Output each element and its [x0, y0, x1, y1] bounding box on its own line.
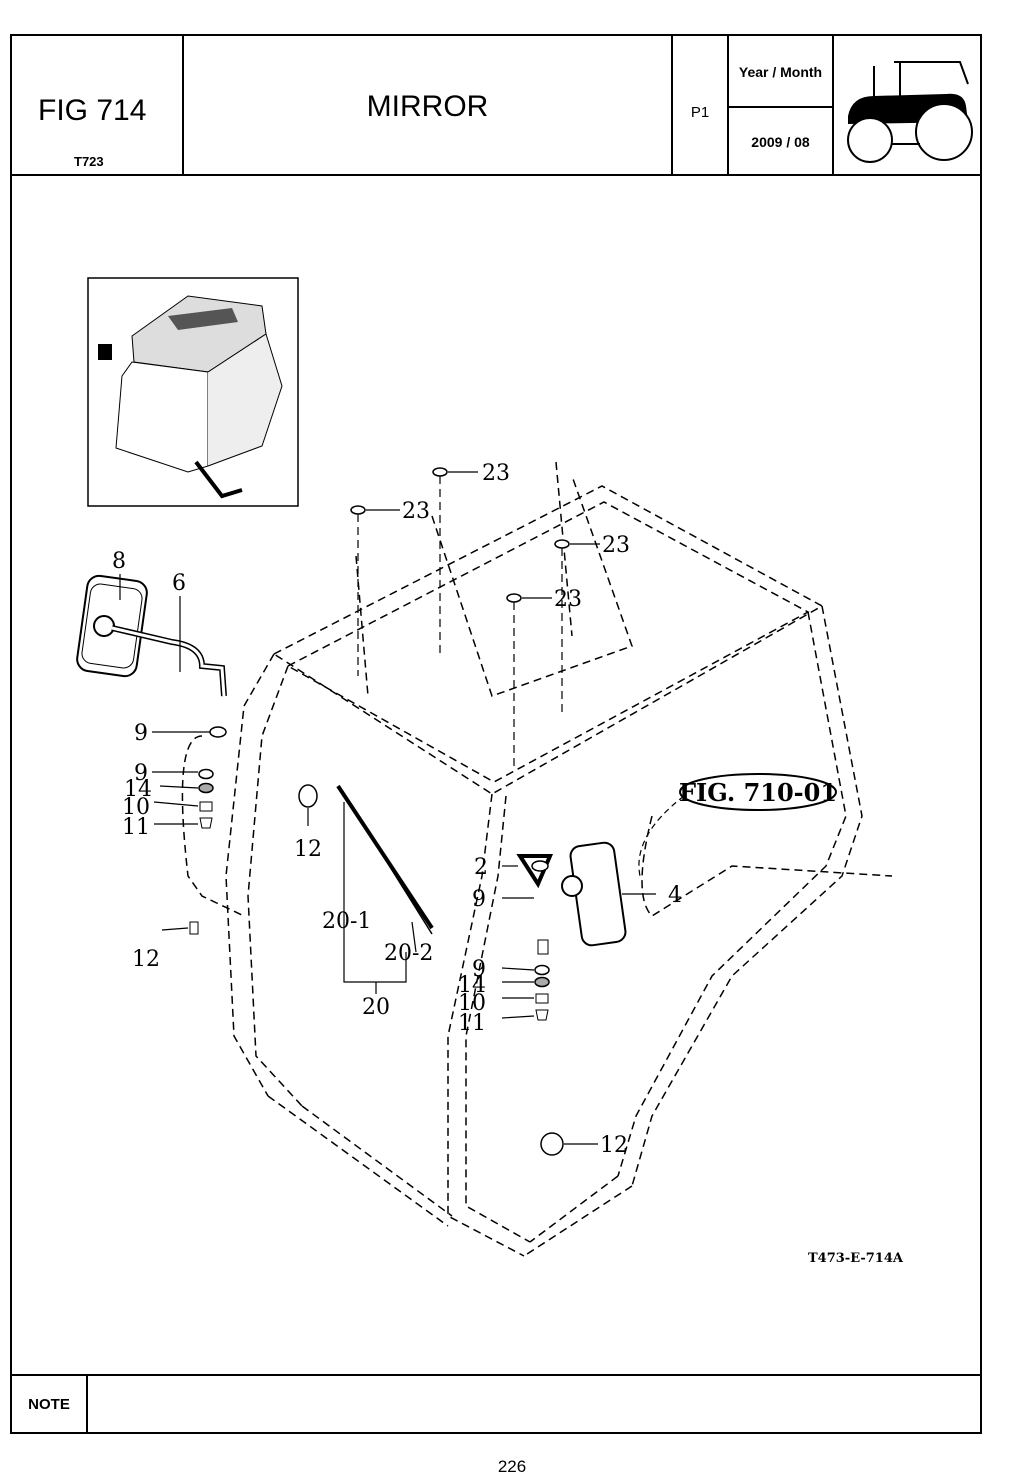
callout-9: 9 [472, 957, 486, 982]
leader-lines [119, 471, 685, 1145]
callout-14: 14 [124, 777, 152, 802]
drawing-code: T473-E-714A [808, 1251, 904, 1266]
callout-23: 23 [482, 461, 510, 486]
model-code: T723 [74, 154, 104, 169]
callout-9: 9 [134, 721, 148, 746]
inset-cab-view [87, 277, 299, 507]
page-code: P1 [690, 104, 710, 121]
part-callouts: 23 23 23 23 8 6 9 9 14 10 11 12 20-1 20-… [112, 461, 682, 1158]
callout-9: 9 [134, 761, 148, 786]
page-code-cell: P1 [673, 36, 729, 174]
note-label: NOTE [12, 1376, 88, 1432]
callout-8: 8 [112, 549, 126, 574]
title-cell: MIRROR [184, 36, 673, 174]
wiper-assembly [189, 784, 564, 1156]
callout-23: 23 [602, 533, 630, 558]
washers [350, 467, 570, 603]
callout-4: 4 [668, 883, 682, 908]
parts-sheet: FIG 714 T723 MIRROR P1 Year / Month 2009… [10, 34, 982, 1434]
callout-14: 14 [458, 973, 486, 998]
callout-12: 12 [600, 1133, 628, 1158]
callout-20: 20 [362, 995, 390, 1020]
tractor-silhouette-icon [847, 61, 973, 163]
callout-10: 10 [458, 991, 486, 1016]
note-row: NOTE [12, 1374, 980, 1432]
callout-20-2: 20-2 [384, 941, 433, 966]
callout-23: 23 [402, 499, 430, 524]
callout-12: 12 [132, 947, 160, 972]
figure-reference-badge: FIG. 710-01 [679, 773, 837, 811]
header-block: FIG 714 T723 MIRROR P1 Year / Month 2009… [12, 36, 980, 176]
cab-frame [181, 461, 893, 1257]
left-mirror-assembly [76, 574, 227, 829]
callout-20-1: 20-1 [322, 909, 371, 934]
tractor-icon-cell [834, 36, 980, 174]
page-title: MIRROR [366, 90, 489, 123]
fig-cell: FIG 714 T723 [12, 36, 184, 174]
page-number: 226 [497, 1457, 527, 1476]
callout-11: 11 [122, 815, 150, 840]
callout-2: 2 [474, 855, 488, 880]
year-month-label: Year / Month [738, 64, 823, 80]
callout-6: 6 [172, 571, 186, 596]
fig-number: FIG 714 [38, 94, 147, 127]
figure-reference-label: FIG. 710-01 [679, 778, 837, 807]
year-month-value: 2009 / 08 [751, 134, 810, 150]
year-month-cell: Year / Month 2009 / 08 [729, 36, 834, 174]
mirror-exploded-diagram: FIG. 710-01 23 23 23 23 8 6 9 9 14 10 11… [76, 277, 904, 1266]
callout-10: 10 [122, 795, 150, 820]
callout-12: 12 [294, 837, 322, 862]
callout-23: 23 [554, 587, 582, 612]
right-mirror-assembly [516, 841, 627, 1021]
callout-11: 11 [458, 1011, 486, 1036]
callout-9: 9 [472, 887, 486, 912]
